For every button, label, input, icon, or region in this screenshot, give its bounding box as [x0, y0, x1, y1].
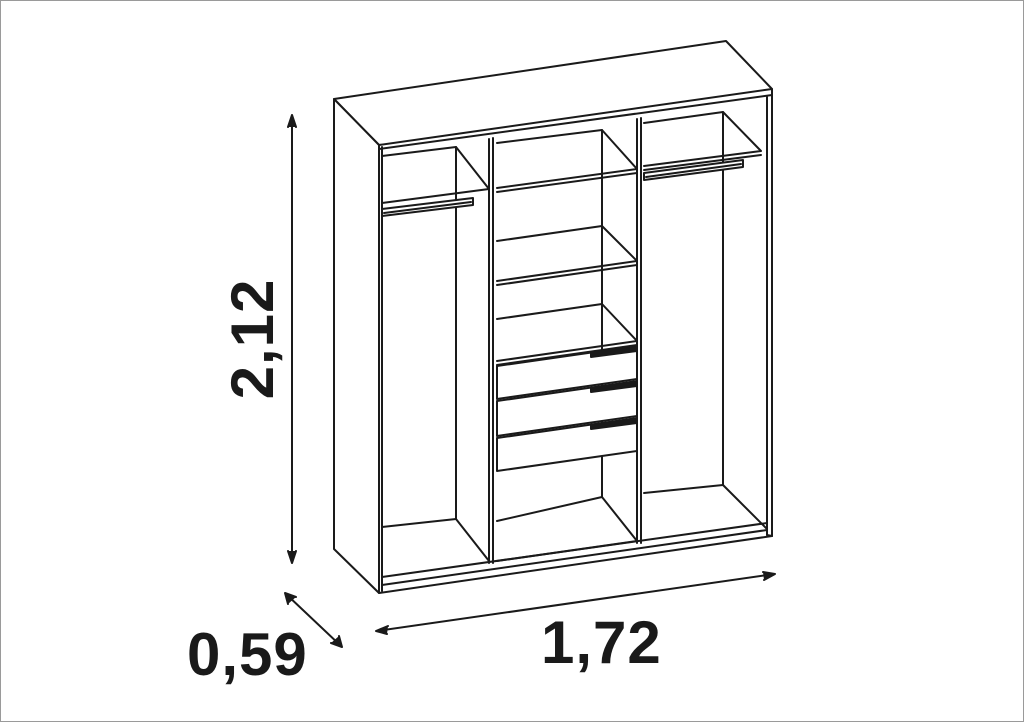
middle-top-shelf	[496, 129, 638, 193]
height-label: 2,12	[219, 278, 286, 400]
height-dimension-arrow	[287, 114, 297, 564]
width-label: 1,72	[541, 609, 662, 676]
middle-shelf-1	[496, 225, 638, 286]
right-compartment	[643, 111, 768, 530]
right-hanging-rail	[643, 159, 744, 181]
depth-dimension-arrow	[284, 592, 343, 648]
depth-label: 0,59	[187, 621, 308, 688]
left-compartment	[381, 137, 494, 564]
left-hanging-rail	[381, 197, 474, 217]
middle-bottom-shelf	[496, 117, 642, 562]
wardrobe-carcass	[333, 40, 773, 594]
width-dimension-arrow	[375, 571, 776, 635]
